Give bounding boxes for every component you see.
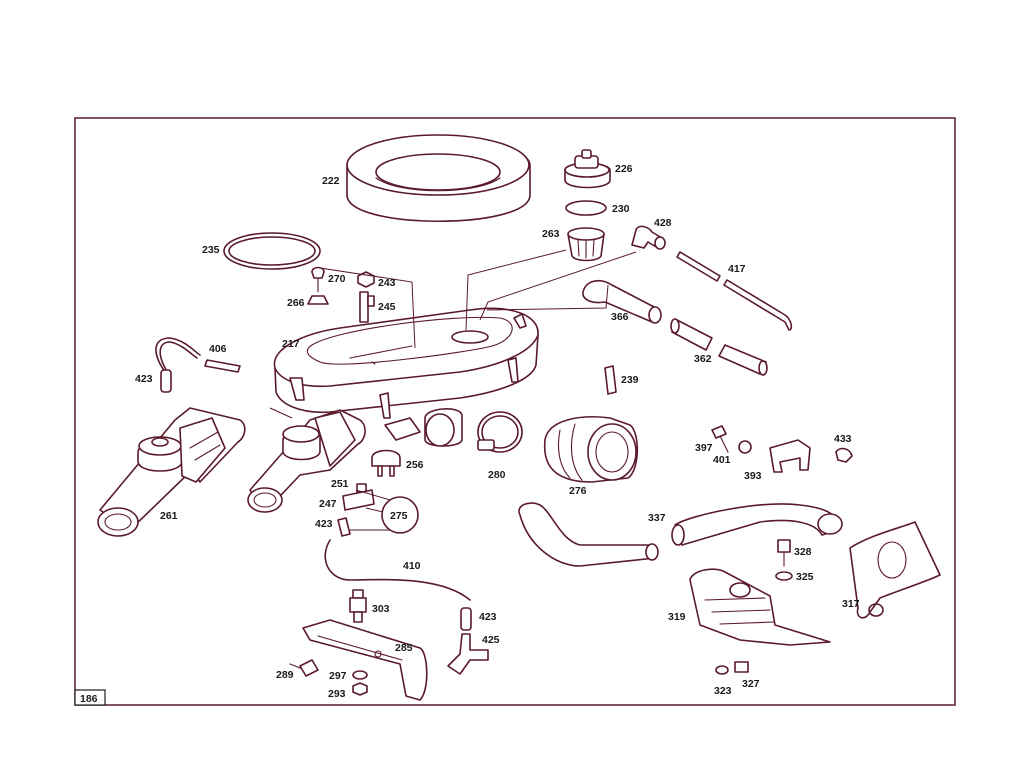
label-319: 319	[668, 611, 686, 623]
diagram-frame	[74, 117, 956, 706]
bracket-319	[689, 568, 831, 646]
rod-part	[676, 251, 793, 331]
bracket-hardware	[711, 425, 853, 473]
label-266: 266	[287, 297, 305, 309]
label-245: 245	[378, 301, 396, 313]
small-fasteners	[289, 659, 368, 696]
label-270: 270	[328, 273, 346, 285]
label-235: 235	[202, 244, 220, 256]
label-337: 337	[648, 512, 666, 524]
page-number: 186	[80, 693, 98, 705]
sensor-303	[349, 589, 367, 623]
elbow-part	[631, 225, 666, 250]
bracket-285	[302, 619, 428, 701]
label-280: 280	[488, 469, 506, 481]
label-217: 217	[282, 338, 300, 350]
air-filter-element	[346, 134, 531, 223]
bracket-317	[849, 521, 941, 619]
page-number-box: 186	[74, 689, 106, 706]
connectors	[447, 607, 489, 675]
leader-lines	[269, 249, 637, 419]
label-285: 285	[395, 642, 413, 654]
label-297: 297	[329, 670, 347, 682]
washer-bolt-2	[715, 661, 749, 675]
intake-snorkel-2	[247, 409, 366, 513]
rubber-boot-276	[543, 416, 639, 483]
line-410	[324, 539, 471, 601]
label-366: 366	[611, 311, 629, 323]
air-filter-housing	[273, 307, 539, 419]
housing-outlet	[384, 408, 463, 447]
label-423-b: 423	[315, 518, 333, 530]
label-325: 325	[796, 571, 814, 583]
label-275: 275	[390, 510, 408, 522]
label-303: 303	[372, 603, 390, 615]
label-247: 247	[319, 498, 337, 510]
label-222: 222	[322, 175, 340, 187]
hose-337	[518, 502, 843, 567]
label-226: 226	[615, 163, 633, 175]
label-256: 256	[406, 459, 424, 471]
label-393: 393	[744, 470, 762, 482]
sensor-group	[337, 483, 419, 537]
label-289: 289	[276, 669, 294, 681]
bracket-239	[604, 365, 617, 395]
label-323: 323	[714, 685, 732, 697]
label-362: 362	[694, 353, 712, 365]
label-410: 410	[403, 560, 421, 572]
label-401: 401	[713, 454, 731, 466]
gasket-ring	[223, 232, 321, 270]
label-293: 293	[328, 688, 346, 700]
sleeve-part	[567, 227, 605, 262]
label-428: 428	[654, 217, 672, 229]
intake-snorkel-261	[97, 407, 246, 537]
hose-clamp-280	[477, 411, 523, 453]
label-425: 425	[482, 634, 500, 646]
small-hose	[155, 337, 241, 393]
o-ring	[565, 200, 607, 216]
hose-366	[582, 279, 662, 324]
label-406: 406	[209, 343, 227, 355]
label-239: 239	[621, 374, 639, 386]
label-243: 243	[378, 277, 396, 289]
label-261: 261	[160, 510, 178, 522]
label-423-c: 423	[479, 611, 497, 623]
label-251: 251	[331, 478, 349, 490]
bolt-washer	[775, 539, 793, 581]
tube-362	[670, 318, 768, 376]
cap-part	[564, 149, 611, 189]
label-276: 276	[569, 485, 587, 497]
part-labels: 222 226 230 428 263 235 270 243 245 266 …	[135, 163, 860, 700]
label-433: 433	[834, 433, 852, 445]
label-328: 328	[794, 546, 812, 558]
label-327: 327	[742, 678, 760, 690]
label-417: 417	[728, 263, 746, 275]
clip-256	[371, 449, 401, 477]
label-230: 230	[612, 203, 630, 215]
label-317: 317	[842, 598, 860, 610]
label-397: 397	[695, 442, 713, 454]
label-423-a: 423	[135, 373, 153, 385]
label-263: 263	[542, 228, 560, 240]
